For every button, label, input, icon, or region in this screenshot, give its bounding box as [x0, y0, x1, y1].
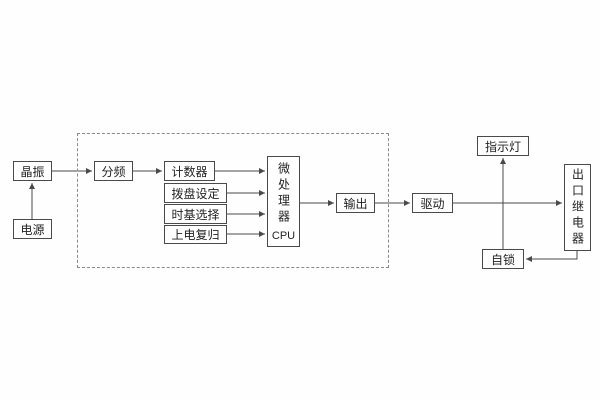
node-indicator-lamp: 指示灯: [477, 136, 529, 156]
dashed-enclosure: [77, 133, 389, 268]
node-power-on-reset: 上电复归: [164, 225, 227, 244]
node-power-supply: 电源: [13, 219, 52, 239]
cpu-label-en: CPU: [271, 229, 296, 242]
node-timebase-select: 时基选择: [164, 204, 227, 224]
node-microprocessor-cpu: 微处理器 CPU: [267, 156, 300, 247]
node-frequency-divider: 分频: [94, 161, 133, 181]
cpu-label-cn: 微处理器: [276, 161, 291, 226]
node-drive: 驱动: [412, 193, 453, 213]
node-output: 输出: [336, 193, 375, 213]
node-counter: 计数器: [164, 161, 215, 181]
outlet-relay-label: 出口继电器: [570, 167, 585, 248]
node-dial-setting: 拨盘设定: [164, 183, 227, 203]
node-self-lock: 自锁: [482, 249, 524, 269]
node-outlet-relay: 出口继电器: [564, 164, 591, 251]
node-crystal-oscillator: 晶振: [13, 161, 52, 181]
